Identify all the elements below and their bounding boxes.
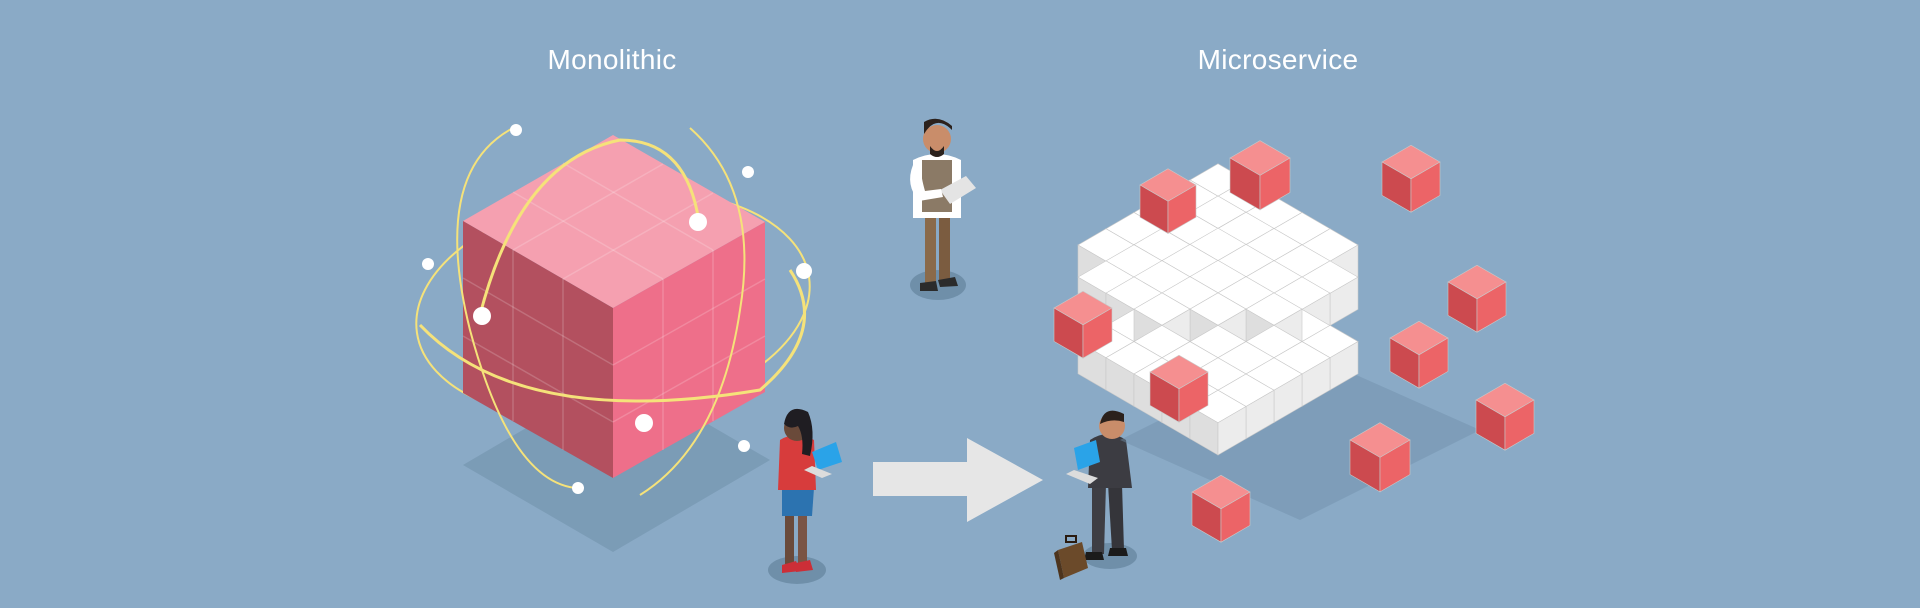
- red-service-cube: [1229, 140, 1291, 211]
- red-service-cube: [1349, 422, 1411, 493]
- microservice-label: Microservice: [1197, 44, 1359, 75]
- red-service-cube: [1475, 382, 1535, 451]
- monolithic-cube-top: [463, 135, 765, 308]
- person-man-tablet: [910, 118, 976, 300]
- red-service-cube: [1139, 168, 1197, 234]
- microservice-cube-cluster: [1053, 140, 1535, 543]
- orbit-ring-front-3: [639, 127, 746, 496]
- monolithic-label: Monolithic: [547, 44, 677, 75]
- monolithic-cube-right: [613, 222, 765, 478]
- monolithic-cube-left: [463, 221, 613, 478]
- red-service-cube: [1447, 264, 1507, 333]
- right-arrow-icon: [873, 438, 1043, 522]
- orbit-ring-front-2: [456, 126, 576, 489]
- red-service-cube: [1053, 290, 1113, 359]
- cube-grid-lines: [462, 162, 766, 450]
- orbit-ring-front-4: [478, 138, 702, 316]
- red-service-cube: [1191, 474, 1251, 543]
- orbit-nodes: [422, 124, 812, 494]
- briefcase-icon: [1054, 535, 1088, 580]
- red-service-cube: [1381, 144, 1441, 213]
- cluster-shadow: [1120, 350, 1480, 520]
- person-woman-laptop: [768, 408, 842, 584]
- person-businessman-laptop: [1066, 410, 1137, 569]
- white-service-cube: [1189, 389, 1247, 456]
- red-service-cube: [1389, 320, 1449, 389]
- monolithic-cube-group: [415, 124, 812, 552]
- red-service-cube: [1149, 354, 1209, 423]
